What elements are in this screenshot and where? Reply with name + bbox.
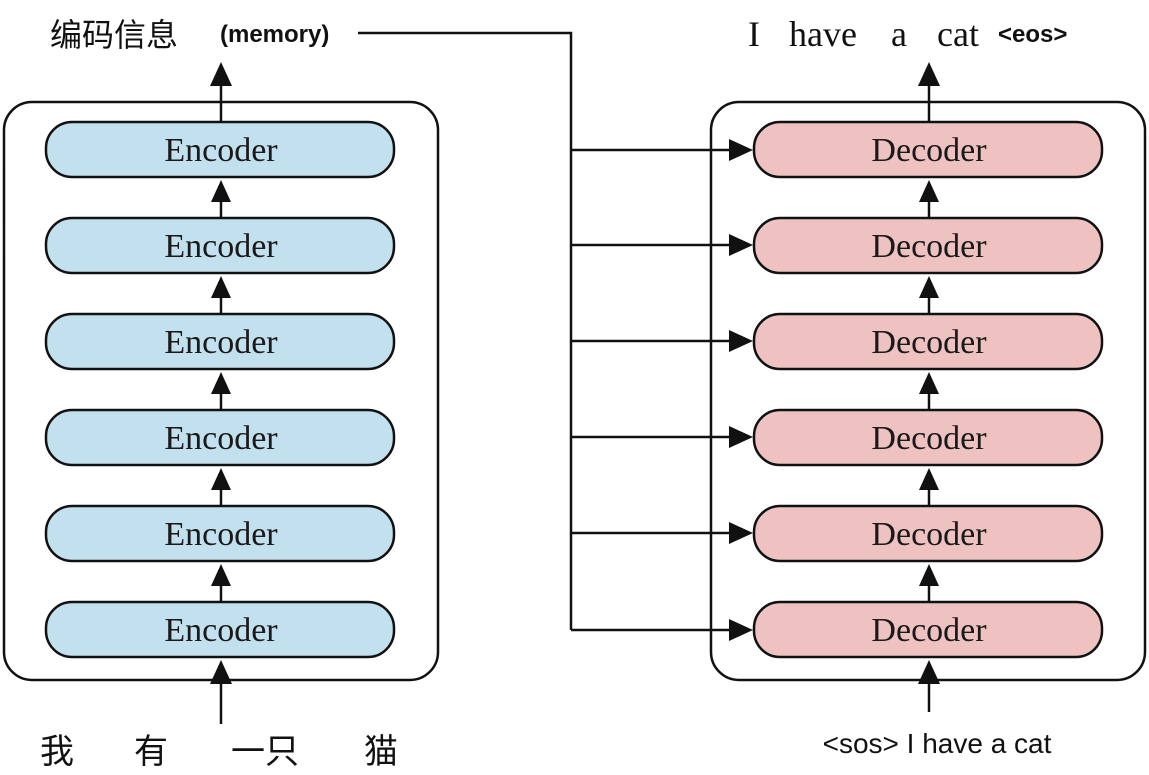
decoder-link-arrow <box>919 180 939 217</box>
encoder-block-label: Encoder <box>164 516 278 553</box>
decoder-link-arrow <box>919 468 939 505</box>
encoder-link-arrow <box>211 372 231 409</box>
memory-label-chinese: 编码信息 <box>50 17 178 53</box>
decoder-output-arrowhead <box>918 62 940 86</box>
output-eos-token: <eos> <box>998 21 1067 48</box>
decoder-input-label: <sos> I have a cat <box>823 728 1052 759</box>
memory-branch-arrow <box>571 139 753 161</box>
memory-branch-arrow <box>571 330 753 352</box>
decoder-block: Decoder <box>752 216 1104 275</box>
input-char-yizhi: 一只 <box>231 733 299 771</box>
decoder-block: Decoder <box>752 408 1104 467</box>
encoder-link-arrow <box>211 468 231 505</box>
decoder-link-arrow <box>919 564 939 601</box>
memory-branch-arrow <box>571 522 753 544</box>
memory-branch-arrow <box>571 234 753 256</box>
input-char-mao: 猫 <box>364 733 398 771</box>
decoder-block-label: Decoder <box>871 324 987 361</box>
encoder-input-arrowhead <box>210 660 232 684</box>
encoder-block-label: Encoder <box>164 612 278 649</box>
output-word-a: a <box>891 14 907 54</box>
encoder-block: Encoder <box>44 600 396 659</box>
encoder-block: Encoder <box>44 312 396 371</box>
encoder-block-label: Encoder <box>164 420 278 457</box>
memory-label-english: (memory) <box>220 21 329 48</box>
decoder-block-label: Decoder <box>871 420 987 457</box>
memory-branch-arrow <box>571 426 753 448</box>
encoder-link-arrow <box>211 180 231 217</box>
decoder-block-label: Decoder <box>871 228 987 265</box>
input-char-wo: 我 <box>40 733 74 771</box>
output-word-i: I <box>748 14 760 54</box>
encoder-block-label: Encoder <box>164 228 278 265</box>
memory-branch-arrow <box>571 619 753 641</box>
decoder-block: Decoder <box>752 120 1104 179</box>
encoder-link-arrow <box>211 564 231 601</box>
encoder-block-label: Encoder <box>164 324 278 361</box>
encoder-block: Encoder <box>44 408 396 467</box>
encoder-block: Encoder <box>44 216 396 275</box>
encoder-block: Encoder <box>44 504 396 563</box>
encoder-block-label: Encoder <box>164 132 278 169</box>
output-word-cat: cat <box>937 14 979 54</box>
decoder-input-arrowhead <box>918 660 940 684</box>
decoder-link-arrow <box>919 372 939 409</box>
decoder-block-label: Decoder <box>871 612 987 649</box>
input-char-you: 有 <box>134 733 168 771</box>
output-word-have: have <box>789 14 857 54</box>
decoder-block: Decoder <box>752 600 1104 659</box>
encoder-block: Encoder <box>44 120 396 179</box>
encoder-link-arrow <box>211 276 231 313</box>
decoder-link-arrow <box>919 276 939 313</box>
decoder-block: Decoder <box>752 312 1104 371</box>
decoder-block-label: Decoder <box>871 132 987 169</box>
encoder-output-arrowhead <box>210 62 232 86</box>
memory-connector-line <box>358 31 573 630</box>
decoder-block: Decoder <box>752 504 1104 563</box>
decoder-block-label: Decoder <box>871 516 987 553</box>
